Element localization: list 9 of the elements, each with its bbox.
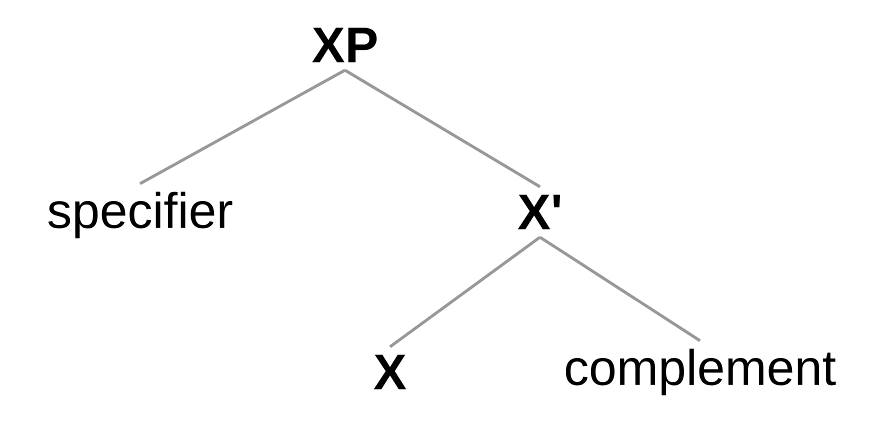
tree-node-label: X' bbox=[518, 194, 560, 230]
tree-branch bbox=[139, 68, 346, 185]
tree-branch bbox=[344, 68, 541, 188]
tree-node-label: complement bbox=[566, 348, 836, 396]
tree-node-label: X bbox=[374, 354, 406, 390]
tree-branch bbox=[539, 236, 701, 342]
tree-node-label: XP bbox=[312, 28, 377, 62]
tree-node-label: specifier bbox=[48, 192, 232, 238]
tree-branch bbox=[389, 236, 541, 348]
